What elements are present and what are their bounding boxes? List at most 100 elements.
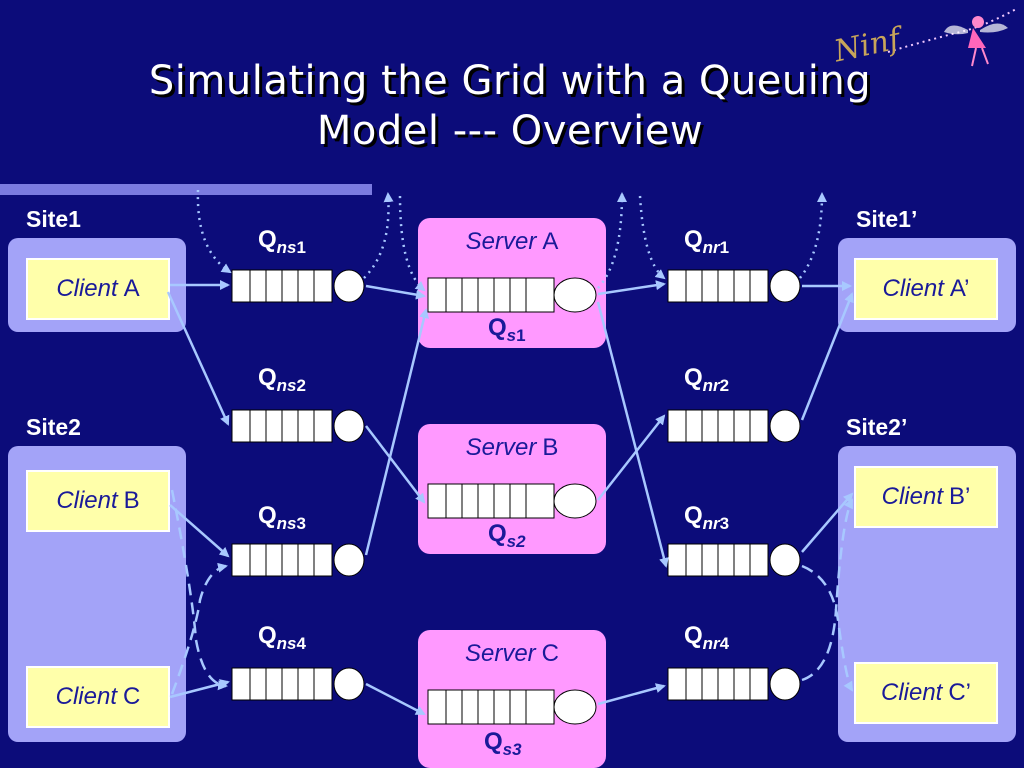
client-b-prime-italic: Client bbox=[881, 483, 943, 510]
send-queue-2 bbox=[231, 409, 365, 443]
server-c-name: C bbox=[541, 640, 560, 667]
client-a-name: A bbox=[123, 275, 140, 302]
send-queue-2-sub: ns2 bbox=[277, 376, 306, 395]
arrow-serverb-to-qnr2 bbox=[597, 414, 666, 501]
title-underline-bar bbox=[0, 184, 372, 195]
recv-queue-3-sub-num: 3 bbox=[719, 514, 730, 533]
send-queue-3 bbox=[231, 543, 365, 577]
site2-prime-label: Site2’ bbox=[846, 414, 908, 440]
recv-queue-4 bbox=[667, 667, 801, 701]
dotted-feedback-left-3 bbox=[398, 195, 426, 292]
recv-queue-3-label: Qnr3 bbox=[684, 502, 729, 534]
send-queue-1-sub-num: 1 bbox=[296, 238, 306, 257]
dotted-feedback-right-1 bbox=[597, 192, 627, 289]
arrow-qnr3-to-clientbp bbox=[801, 492, 854, 553]
arrow-qns1-to-servera bbox=[365, 284, 426, 300]
send-queue-3-sub: ns3 bbox=[277, 514, 306, 533]
client-b-prime-name: B’ bbox=[949, 483, 971, 510]
recv-queue-3 bbox=[667, 543, 801, 577]
recv-queue-4-q: Q bbox=[684, 622, 703, 649]
client-b-italic: Client bbox=[56, 487, 118, 514]
server-a-queue-sub-italic: s bbox=[506, 326, 517, 345]
client-c-italic: Client bbox=[55, 683, 117, 710]
site1-label: Site1 bbox=[26, 206, 81, 232]
recv-queue-4-label: Qnr4 bbox=[684, 622, 729, 654]
client-c-name: C bbox=[123, 683, 141, 710]
client-b: Client B bbox=[26, 470, 170, 532]
server-b-queue bbox=[427, 483, 597, 519]
arrow-servera-to-qnr1 bbox=[597, 280, 666, 296]
arrow-clienta-to-qns2 bbox=[166, 291, 230, 426]
client-c-prime-name: C’ bbox=[948, 679, 972, 706]
send-queue-4-sub-num: 4 bbox=[296, 634, 306, 653]
arrow-servera-to-qnr3 bbox=[596, 301, 669, 568]
server-a-queue-sub-num: 1 bbox=[516, 326, 526, 345]
send-queue-2-label: Qns2 bbox=[258, 364, 306, 396]
dashed-clientc-to-qns3 bbox=[170, 562, 228, 695]
recv-queue-1-sub-num: 1 bbox=[719, 238, 730, 257]
arrow-clientb-to-qns3 bbox=[169, 504, 230, 558]
server-b-name: B bbox=[542, 434, 559, 461]
recv-queue-1-q: Q bbox=[684, 226, 703, 253]
dashed-qnr3-to-clientcp bbox=[801, 564, 854, 692]
send-queue-1-sub-italic: ns bbox=[276, 238, 297, 257]
server-c-queue-q: Q bbox=[484, 728, 503, 755]
dotted-feedback-left-1 bbox=[196, 189, 232, 274]
arrow-serverc-to-qnr4 bbox=[597, 683, 666, 706]
client-b-prime: Client B’ bbox=[854, 466, 998, 528]
recv-queue-4-sub-num: 4 bbox=[719, 634, 730, 653]
dotted-feedback-right-2 bbox=[638, 195, 666, 280]
slide-title: Simulating the Grid with a Queuing Model… bbox=[40, 56, 980, 156]
site2-label: Site2 bbox=[26, 414, 81, 440]
arrow-qns2-to-serverb bbox=[365, 425, 426, 504]
site1-prime-label: Site1’ bbox=[856, 206, 918, 232]
arrow-qnr2-to-clientap bbox=[800, 292, 854, 421]
client-c: Client C bbox=[26, 666, 170, 728]
send-queue-4 bbox=[231, 667, 365, 701]
send-queue-1 bbox=[231, 269, 365, 303]
server-b-italic: Server bbox=[465, 434, 537, 461]
dashed-qnr4-to-clientbp bbox=[801, 498, 854, 682]
send-queue-2-sub-num: 2 bbox=[296, 376, 306, 395]
server-b-queue-label: Qs2 bbox=[488, 520, 526, 552]
client-a-prime-italic: Client bbox=[882, 275, 944, 302]
arrow-qns3-to-servera bbox=[364, 308, 429, 556]
fairy-logo-icon bbox=[887, 7, 1019, 67]
recv-queue-2-label: Qnr2 bbox=[684, 364, 729, 396]
client-c-prime-italic: Client bbox=[880, 679, 943, 706]
send-queue-1-label: Qns1 bbox=[258, 226, 306, 258]
recv-queue-2-q: Q bbox=[684, 364, 703, 391]
title-line-2: Model --- Overview bbox=[316, 108, 704, 154]
title-line-1: Simulating the Grid with a Queuing bbox=[148, 58, 872, 104]
server-c-queue-sub-italic: s3 bbox=[502, 740, 522, 759]
server-b-queue-sub-italic: s2 bbox=[506, 532, 526, 551]
recv-queue-4-sub-italic: nr bbox=[702, 634, 720, 653]
dotted-feedback-left-2 bbox=[363, 192, 394, 279]
server-b-queue-q: Q bbox=[488, 520, 507, 547]
recv-queue-2-sub-num: 2 bbox=[719, 376, 730, 395]
recv-queue-2-sub-italic: nr bbox=[702, 376, 720, 395]
client-a: Client A bbox=[26, 258, 170, 320]
client-c-prime: Client C’ bbox=[854, 662, 998, 724]
send-queue-1-sub: ns1 bbox=[277, 238, 306, 257]
dashed-clientb-to-qns4 bbox=[170, 489, 228, 691]
server-a-queue-q: Q bbox=[488, 314, 507, 341]
server-a-italic: Server bbox=[465, 228, 537, 255]
send-queue-3-sub-num: 3 bbox=[296, 514, 306, 533]
arrow-clientc-to-qns4 bbox=[169, 679, 230, 699]
server-a-queue bbox=[427, 277, 597, 313]
recv-queue-2 bbox=[667, 409, 801, 443]
client-b-name: B bbox=[123, 487, 140, 514]
server-a-queue-label: Qs1 bbox=[488, 314, 526, 346]
server-a-name: A bbox=[542, 228, 559, 255]
client-a-prime-name: A’ bbox=[949, 275, 970, 302]
server-a-queue-sub: s1 bbox=[507, 326, 526, 345]
send-queue-3-label: Qns3 bbox=[258, 502, 306, 534]
client-a-italic: Client bbox=[56, 275, 118, 302]
server-c-queue bbox=[427, 689, 597, 725]
recv-queue-3-sub-italic: nr bbox=[702, 514, 720, 533]
